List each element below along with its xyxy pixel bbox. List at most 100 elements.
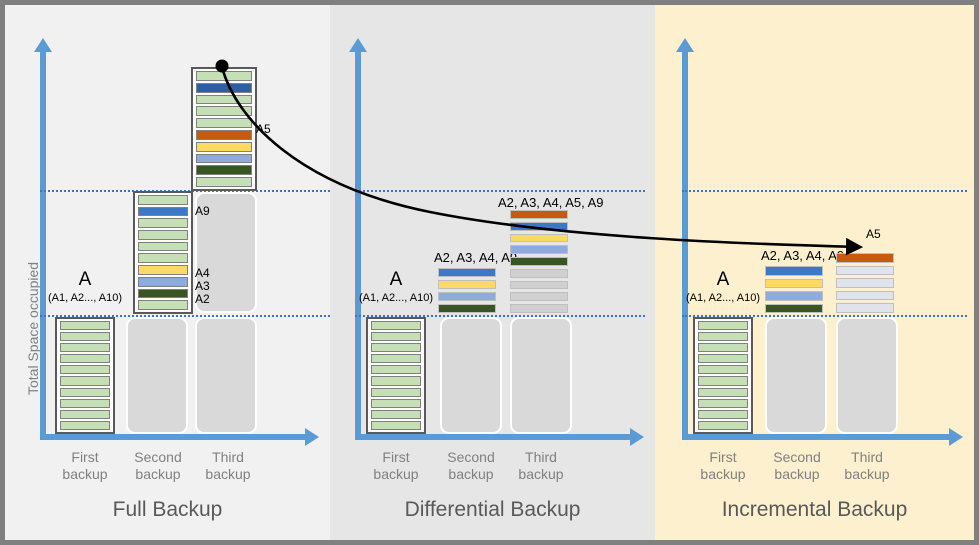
ghost-bar-second xyxy=(126,317,188,434)
guide-line-lower xyxy=(355,315,645,317)
slot-green_light xyxy=(371,409,421,419)
slot-yellow xyxy=(765,278,823,288)
slot-blue_dark xyxy=(196,82,252,93)
slot-green_light xyxy=(698,354,748,364)
slot-orange xyxy=(196,129,252,140)
full-label-a: A xyxy=(78,269,92,290)
slot-label-a3: A3 xyxy=(195,279,210,293)
tick-first-backup: First backup xyxy=(62,449,108,482)
y-axis-arrowhead xyxy=(349,38,367,52)
y-axis-line xyxy=(40,49,46,440)
panel-full-backup: Total Space occupied A9 A4 A3 A2 A (A1, … xyxy=(5,5,630,540)
slot-gray_slot xyxy=(510,280,568,290)
x-axis-arrowhead xyxy=(305,428,319,446)
diff-label-a: A xyxy=(389,269,403,290)
tick-second-backup: Second backup xyxy=(447,449,495,482)
panel-title-incremental-backup: Incremental Backup xyxy=(721,498,908,521)
slot-label-a9: A9 xyxy=(195,204,210,218)
slot-green_light xyxy=(371,376,421,386)
slot-green_light xyxy=(698,321,748,331)
slot-green_light xyxy=(60,365,110,375)
guide-line-upper xyxy=(355,190,645,192)
slot-blue_light xyxy=(138,276,188,287)
slot-green_light xyxy=(60,398,110,408)
slot-blue_mid xyxy=(510,221,568,231)
full-second-backup-bar[interactable] xyxy=(133,191,193,314)
diff-first-backup-bar[interactable] xyxy=(366,317,426,434)
incr-second-backup-group-label: A2, A3, A4, A9 xyxy=(761,248,845,263)
slot-green_light xyxy=(698,387,748,397)
slot-green_light xyxy=(60,321,110,331)
y-axis-line xyxy=(355,49,361,440)
slot-gray_blue_slot xyxy=(836,265,894,276)
annotation-a5-target: A5 xyxy=(866,227,881,241)
slot-green_light xyxy=(60,420,110,430)
slot-yellow xyxy=(438,280,496,289)
slot-green_light xyxy=(698,365,748,375)
slot-green_light xyxy=(196,71,252,81)
slot-gray_blue_slot xyxy=(836,290,894,301)
full-third-backup-bar[interactable] xyxy=(191,67,257,191)
slot-blue_light xyxy=(510,245,568,255)
slot-green_light xyxy=(371,354,421,364)
y-axis-label: Total Space occupied xyxy=(25,261,41,395)
full-first-backup-bar[interactable] xyxy=(55,317,115,434)
slot-green_light xyxy=(698,409,748,419)
annotation-a5-source: A5 xyxy=(256,122,271,136)
slot-gray_blue_slot xyxy=(836,303,894,313)
ghost-bar-second xyxy=(440,317,502,434)
slot-green_light xyxy=(196,94,252,105)
slot-green_light xyxy=(698,343,748,353)
slot-blue_mid xyxy=(765,266,823,276)
slot-green_light xyxy=(371,332,421,342)
slot-blue_light xyxy=(438,292,496,301)
slot-gray_slot xyxy=(510,304,568,313)
incr-third-backup-bar[interactable] xyxy=(836,253,894,313)
tick-third-backup: Third backup xyxy=(518,449,564,482)
slot-green_light xyxy=(60,409,110,419)
diff-third-backup-bar[interactable] xyxy=(510,210,568,313)
incr-first-backup-bar[interactable] xyxy=(693,317,753,434)
slot-blue_mid xyxy=(138,206,188,217)
slot-green_light xyxy=(371,365,421,375)
slot-gray_slot xyxy=(510,292,568,302)
incr-label-a: A xyxy=(716,269,730,290)
slot-green_light xyxy=(138,241,188,252)
diff-second-backup-group-label: A2, A3, A4, A9 xyxy=(434,250,518,265)
slot-green_light xyxy=(698,398,748,408)
slot-green_light xyxy=(138,300,188,310)
y-axis-arrowhead xyxy=(676,38,694,52)
slot-orange xyxy=(510,210,568,219)
tick-second-backup: Second backup xyxy=(134,449,182,482)
full-label-a-sub: (A1, A2..., A10) xyxy=(48,292,122,304)
slot-green_light xyxy=(698,376,748,386)
slot-green_light xyxy=(60,354,110,364)
slot-orange xyxy=(836,253,894,263)
slot-green_light xyxy=(60,343,110,353)
slot-green_light xyxy=(196,106,252,117)
incr-second-backup-bar[interactable] xyxy=(765,266,823,313)
y-axis-arrowhead xyxy=(34,38,52,52)
panel-incremental-backup: A2, A3, A4, A9 A (A1, A2..., A10) First … xyxy=(655,5,974,540)
tick-third-backup: Third backup xyxy=(205,449,251,482)
slot-green_light xyxy=(371,420,421,430)
x-axis-arrowhead xyxy=(630,428,644,446)
slot-green_light xyxy=(60,376,110,386)
slot-green_light xyxy=(138,195,188,205)
slot-green_light xyxy=(196,177,252,187)
slot-gray_blue_slot xyxy=(836,278,894,288)
slot-green_light xyxy=(371,398,421,408)
slot-green_light xyxy=(371,343,421,353)
x-axis-line xyxy=(682,434,949,440)
slot-green_light xyxy=(138,253,188,264)
slot-green_light xyxy=(371,321,421,331)
ghost-bar-third xyxy=(510,317,572,434)
slot-green_dark xyxy=(196,165,252,176)
slot-green_light xyxy=(60,332,110,342)
slot-blue_light xyxy=(765,291,823,301)
slot-label-a4: A4 xyxy=(195,266,210,280)
panel-title-full-backup: Full Backup xyxy=(112,498,223,521)
diff-second-backup-bar[interactable] xyxy=(438,268,496,313)
x-axis-arrowhead xyxy=(949,428,963,446)
tick-second-backup: Second backup xyxy=(773,449,821,482)
